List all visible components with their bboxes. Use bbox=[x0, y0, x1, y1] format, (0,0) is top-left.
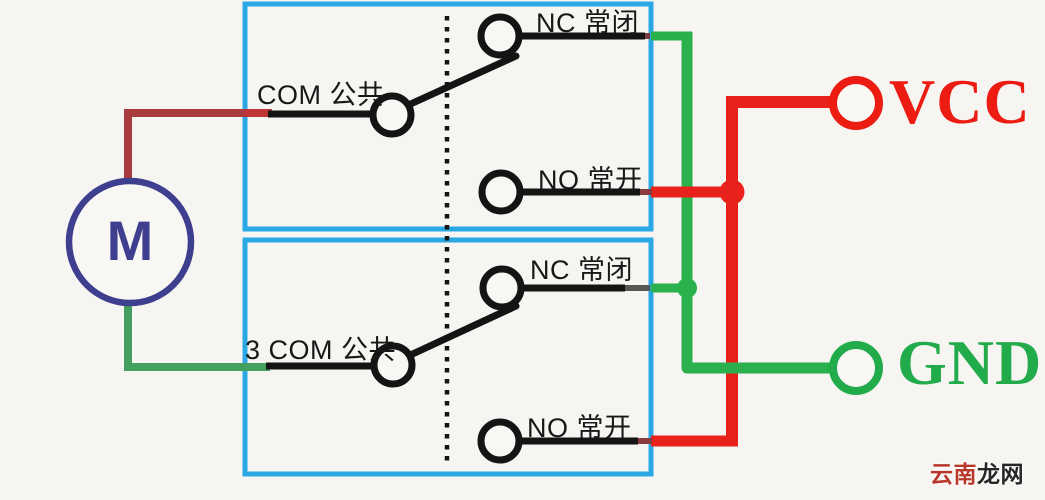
gnd-label: GND bbox=[897, 327, 1043, 398]
relay1-com-label: COM 公共 bbox=[257, 80, 385, 110]
vcc-label: VCC bbox=[889, 66, 1031, 137]
vcc-terminal-circle bbox=[829, 76, 883, 130]
gnd-bus-to-terminal-wire bbox=[681, 300, 835, 374]
gnd-junction-dot bbox=[677, 278, 697, 298]
relay2-com-label: 3 COM 公共 bbox=[245, 335, 397, 365]
motor-to-relay2-com-wire-green bbox=[124, 300, 270, 371]
watermark-part1: 云南 bbox=[930, 461, 977, 487]
motor-to-relay1-com-wire-red bbox=[124, 109, 270, 185]
motor-label: M bbox=[106, 208, 154, 272]
relay2-no-label: NO 常开 bbox=[527, 413, 632, 443]
vcc-bus-wire bbox=[726, 96, 837, 441]
relay1-no-label: NO 常开 bbox=[538, 165, 643, 195]
watermark: 云南龙网 bbox=[930, 463, 1024, 486]
relay2-switch-lever bbox=[400, 302, 520, 362]
relay1-nc-terminal-circle bbox=[477, 13, 523, 59]
relay2-nc-label: NC 常闭 bbox=[530, 255, 633, 285]
relay1-no-terminal-circle bbox=[478, 169, 524, 215]
relay2-no-terminal-circle bbox=[477, 418, 523, 464]
motor-circle bbox=[65, 177, 195, 307]
relay2-com-terminal-circle bbox=[370, 342, 416, 388]
relay1-nc-label: NC 常闭 bbox=[536, 8, 639, 38]
gnd-terminal-circle bbox=[829, 341, 883, 395]
relay1-switch-lever bbox=[400, 52, 520, 111]
relay2-nc-terminal-circle bbox=[479, 265, 525, 311]
relay1-com-terminal-circle bbox=[369, 92, 415, 138]
watermark-part2: 龙网 bbox=[977, 461, 1024, 487]
vcc-junction-dot bbox=[719, 179, 745, 205]
